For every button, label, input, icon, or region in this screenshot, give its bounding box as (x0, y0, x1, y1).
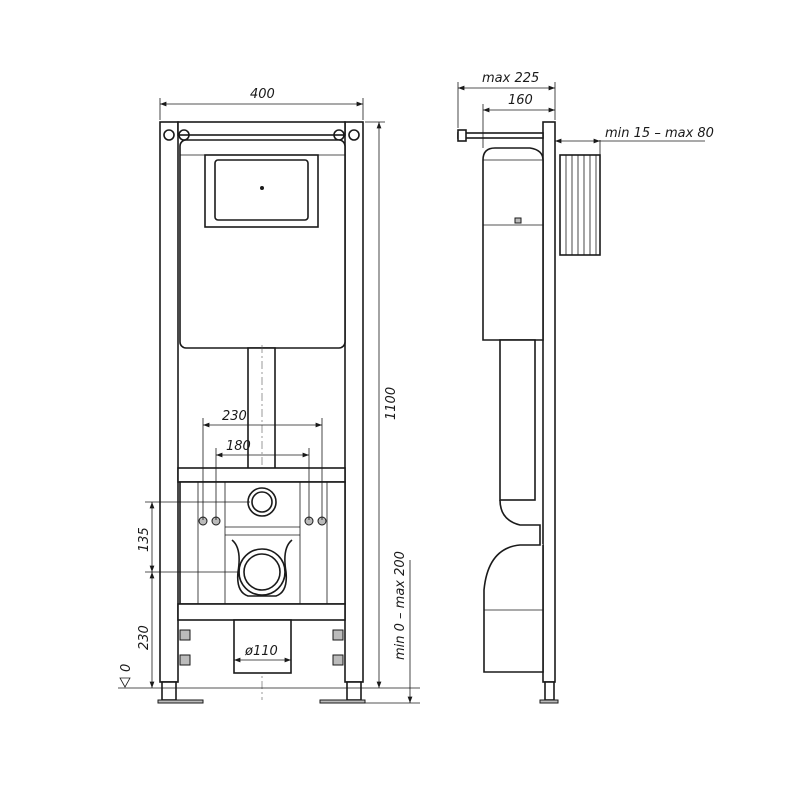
drain-elbow (483, 499, 544, 673)
dim-wall-adjust: min 15 – max 80 (605, 126, 714, 141)
flush-button (214, 159, 309, 221)
flush-pipe-side (499, 339, 536, 501)
dim-drain-diameter: ø110 (244, 644, 278, 659)
frame-side (542, 121, 556, 683)
dim-fixing-230: 230 (222, 409, 247, 424)
cistern-side (482, 147, 544, 341)
lower-rail (177, 603, 346, 621)
dim-height: 1100 (384, 387, 399, 420)
dim-width: 400 (250, 87, 275, 102)
dim-drain-230: 230 (137, 625, 152, 650)
dim-depth-160: 160 (508, 93, 533, 108)
top-rail (177, 121, 346, 136)
dim-fixing-180: 180 (226, 439, 251, 454)
wall-spacer-block (559, 154, 601, 256)
left-post (159, 121, 179, 683)
drain-sleeve (233, 619, 292, 674)
dim-drain-135: 135 (137, 527, 152, 552)
dim-leg-adjust: min 0 – max 200 (393, 551, 408, 660)
floor-level-icon (119, 677, 131, 688)
drain-outlet (238, 548, 286, 596)
floor-level-label: 0 (119, 664, 134, 672)
left-leg (161, 681, 177, 701)
side-view: max 225 160 min 15 – max 80 (457, 71, 714, 704)
flush-pipe (247, 347, 276, 471)
right-leg (346, 681, 362, 701)
front-view: 400 1100 230 180 135 230 0 ø110 min 0 – … (118, 87, 420, 704)
right-post (344, 121, 364, 683)
flush-actuator-rod (457, 132, 544, 139)
dim-depth-max: max 225 (482, 71, 539, 86)
